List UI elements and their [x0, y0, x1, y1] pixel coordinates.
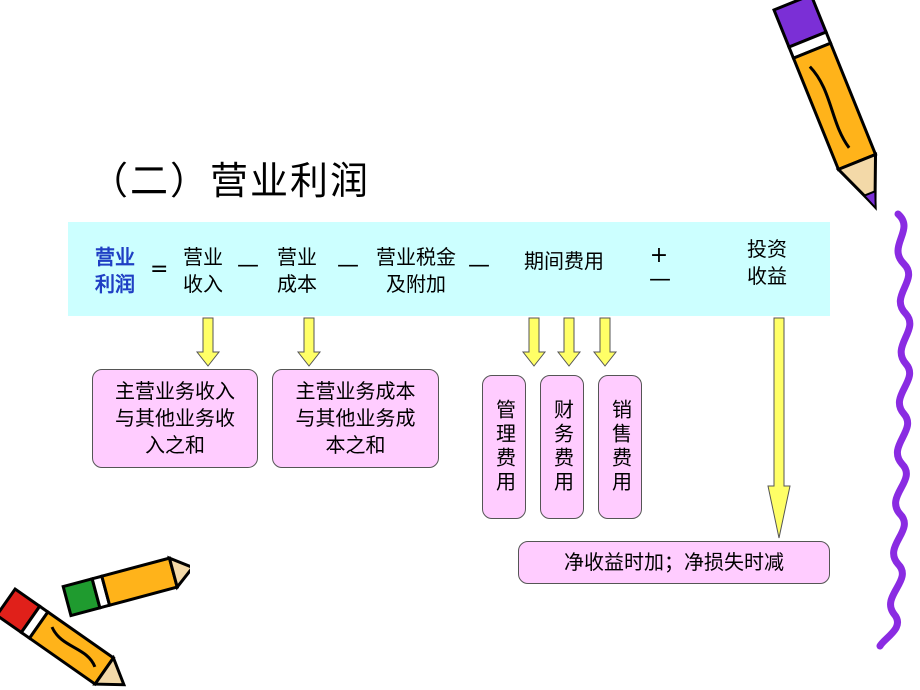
- management-expense-box: 管理费用: [482, 375, 526, 519]
- equals-sign: =: [150, 257, 169, 282]
- term-operating-profit: 营业 利润: [90, 244, 140, 298]
- term-investment-income: 投资 收益: [742, 236, 792, 290]
- squiggle-border-decoration: [876, 210, 914, 650]
- revenue-detail-box: 主营业务收入 与其他业务收 入之和: [92, 369, 258, 468]
- formula-band: [68, 222, 830, 316]
- plus-sign: +: [649, 243, 669, 268]
- finance-expense-box: 财务费用: [540, 375, 584, 519]
- box-line: 主营业务成本: [295, 379, 416, 403]
- term-operating-revenue: 营业 收入: [178, 244, 228, 298]
- box-line: 本之和: [325, 433, 386, 457]
- term-line: 投资: [747, 237, 787, 261]
- down-arrow-icon: [592, 317, 618, 367]
- box-line: 与其他业务成: [295, 406, 416, 430]
- term-line: 利润: [95, 272, 135, 296]
- minus-sign: —: [237, 253, 259, 278]
- term-line: 营业税金: [376, 245, 456, 269]
- box-line: 入之和: [145, 433, 205, 457]
- box-line: 与其他业务收: [115, 406, 235, 430]
- pencil-decoration: [772, 0, 878, 211]
- pencils-decoration: [0, 555, 190, 687]
- down-arrow-icon: [767, 317, 791, 539]
- term-line: 收入: [183, 272, 223, 296]
- minus-sign: —: [337, 253, 359, 278]
- term-tax-surcharge: 营业税金 及附加: [368, 244, 464, 298]
- term-period-expense: 期间费用: [524, 249, 604, 273]
- cost-detail-box: 主营业务成本 与其他业务成 本之和: [272, 369, 439, 468]
- term-line: 及附加: [386, 272, 446, 296]
- term-line: 成本: [277, 272, 317, 296]
- down-arrow-icon: [195, 317, 221, 367]
- minus-sign: —: [649, 267, 671, 292]
- down-arrow-icon: [521, 317, 547, 367]
- down-arrow-icon: [556, 317, 582, 367]
- term-line: 营业: [95, 245, 135, 269]
- page-title: （二）营业利润: [90, 159, 371, 203]
- down-arrow-icon: [296, 317, 322, 367]
- box-line: 主营业务收入: [115, 379, 235, 403]
- minus-sign: —: [468, 253, 490, 278]
- term-line: 营业: [277, 245, 317, 269]
- term-operating-cost: 营业 成本: [272, 244, 322, 298]
- sales-expense-box: 销售费用: [598, 375, 642, 519]
- net-gain-box: 净收益时加；净损失时减: [518, 541, 830, 584]
- term-line: 营业: [183, 245, 223, 269]
- term-line: 收益: [747, 264, 787, 288]
